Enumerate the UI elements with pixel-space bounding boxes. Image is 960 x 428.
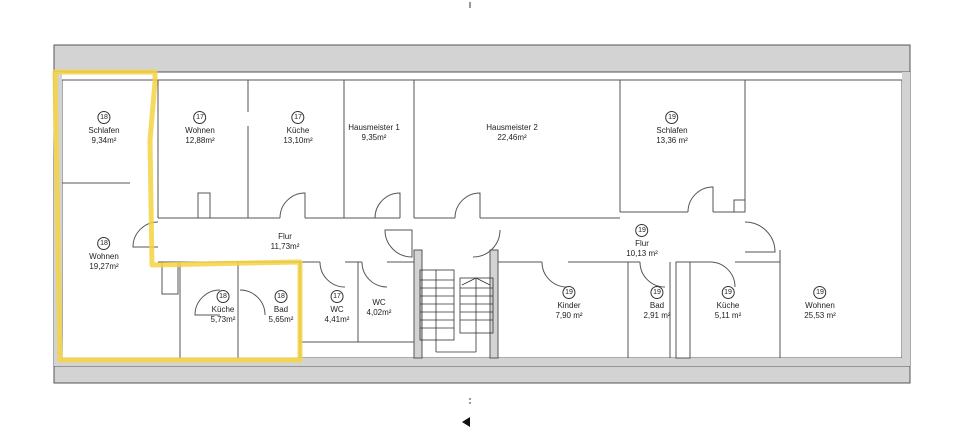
room-name: Hausmeister 2 <box>486 123 538 132</box>
room-area: 9,35m² <box>361 133 387 142</box>
doors <box>132 186 776 316</box>
room-area: 5,11 m² <box>714 311 742 320</box>
room-area: 9,34m² <box>91 136 117 145</box>
room-area: 5,73m² <box>210 315 236 324</box>
room-name: Bad <box>649 301 665 310</box>
room-name: WC <box>372 298 386 307</box>
room-name: Küche <box>286 126 310 135</box>
room-area: 7,90 m² <box>555 311 583 320</box>
unit-number-badge: 19 <box>635 224 649 237</box>
top-balcony <box>53 44 911 73</box>
room-area: 5,65m² <box>268 315 294 324</box>
room-area: 25,53 m² <box>804 311 836 320</box>
room-name: Schlafen <box>656 126 688 135</box>
room-name: Küche <box>211 305 235 314</box>
unit-number-badge: 18 <box>216 290 230 303</box>
section-arrow-icon <box>462 417 470 427</box>
bottom-balcony <box>53 365 911 384</box>
room-area: 2,91 m² <box>643 311 671 320</box>
room-area: 10,13 m² <box>626 249 658 258</box>
room-area: 4,02m² <box>366 308 392 317</box>
unit-number-badge: 19 <box>650 286 664 299</box>
room-name: WC <box>330 305 344 314</box>
room-name: Wohnen <box>89 252 119 261</box>
unit-18-highlight <box>52 69 303 363</box>
unit-number-badge: 19 <box>562 286 576 299</box>
room-area: 4,41m² <box>324 315 350 324</box>
room-area: 13,36 m² <box>656 136 688 145</box>
unit-number-badge: 19 <box>721 286 735 299</box>
room-name: Küche <box>716 301 740 310</box>
unit-number-badge: 17 <box>330 290 344 303</box>
unit-number-badge: 19 <box>813 286 827 299</box>
room-name: Bad <box>273 305 289 314</box>
room-name: Flur <box>278 232 292 241</box>
room-area: 13,10m² <box>283 136 313 145</box>
room-name: Schlafen <box>88 126 120 135</box>
unit-number-badge: 18 <box>97 111 111 124</box>
room-name: Hausmeister 1 <box>348 123 400 132</box>
unit-number-badge: 17 <box>291 111 305 124</box>
room-area: 19,27m² <box>89 262 119 271</box>
room-area: 12,88m² <box>185 136 215 145</box>
room-name: Flur <box>635 239 649 248</box>
room-name: Wohnen <box>185 126 215 135</box>
room-name: Wohnen <box>805 301 835 310</box>
unit-number-badge: 18 <box>274 290 288 303</box>
building-outline <box>53 71 911 367</box>
room-area: 11,73m² <box>270 242 300 251</box>
unit-number-badge: 19 <box>665 111 679 124</box>
unit-number-badge: 17 <box>193 111 207 124</box>
room-area: 22,46m² <box>497 133 527 142</box>
staircase <box>419 269 494 353</box>
unit-number-badge: 18 <box>97 237 111 250</box>
room-name: Kinder <box>557 301 581 310</box>
